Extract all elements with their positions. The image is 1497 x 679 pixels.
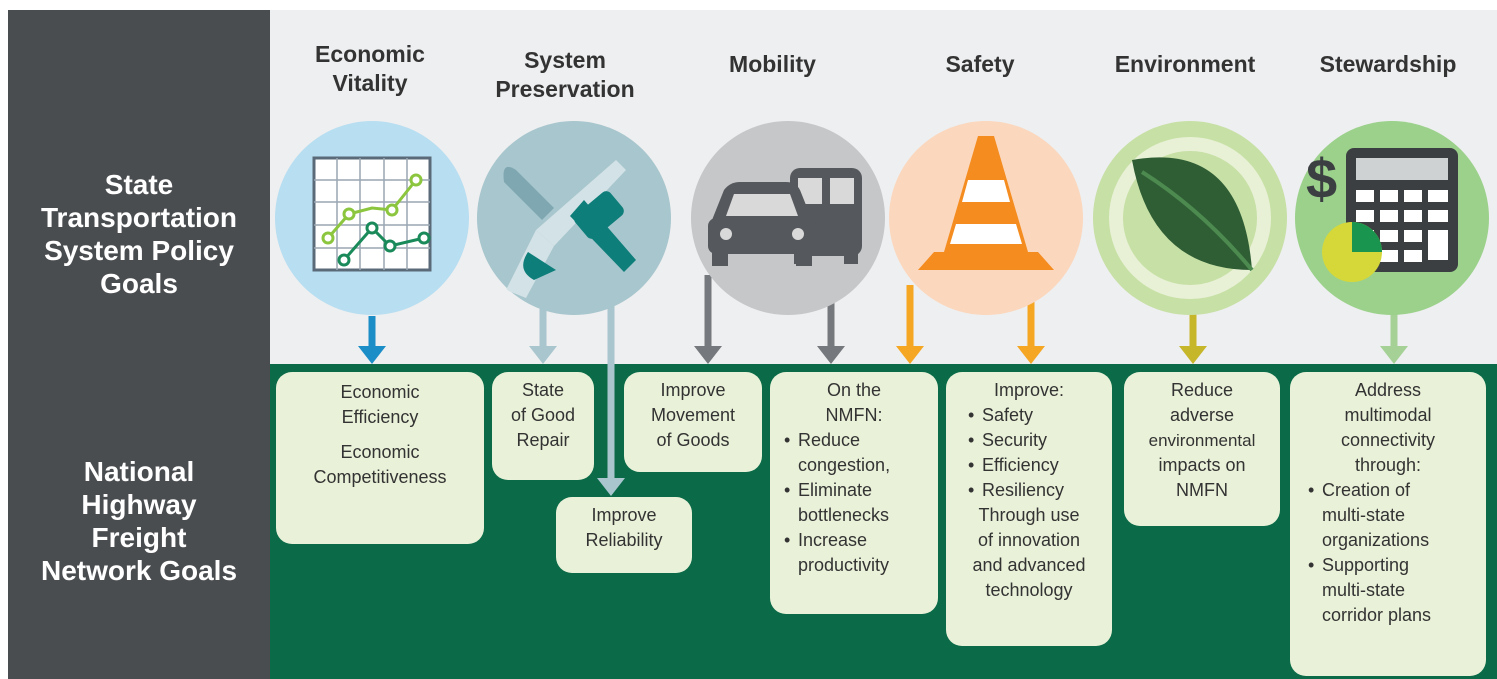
bullet-text: organizations bbox=[1322, 530, 1430, 550]
box-stewardship-intro-1: Address bbox=[1354, 380, 1422, 400]
leaf-icon bbox=[1093, 121, 1287, 315]
box-safety: Improve: Safety Security Efficiency Resi… bbox=[946, 372, 1112, 646]
bullet-text: productivity bbox=[798, 555, 890, 575]
bullet-text: Supporting bbox=[1322, 555, 1410, 575]
box-safety-outro-2: of innovation bbox=[977, 530, 1081, 550]
safety-bullet-safety: Safety bbox=[966, 403, 1108, 428]
box-stewardship: Address multimodal connectivity through:… bbox=[1290, 372, 1486, 676]
box-economic: Economic Efficiency Economic Competitive… bbox=[276, 372, 484, 544]
box-stewardship-intro-4: through: bbox=[1354, 455, 1422, 475]
bullet-text: Reduce bbox=[798, 430, 861, 450]
box-safety-outro-4: technology bbox=[985, 580, 1073, 600]
goal-title-mobility: Mobility bbox=[729, 51, 816, 77]
goal-title-stewardship: Stewardship bbox=[1319, 51, 1457, 77]
box-reliability: Improve Reliability bbox=[556, 497, 692, 573]
bullet-text: congestion, bbox=[798, 455, 891, 475]
box-environment-line-4: impacts on bbox=[1158, 455, 1246, 475]
safety-bullet-list: Safety Security Efficiency Resiliency bbox=[950, 403, 1108, 503]
box-safety-outro-3: and advanced bbox=[972, 555, 1086, 575]
traffic-cone-icon bbox=[889, 121, 1083, 315]
box-reliability-line-2: Reliability bbox=[585, 530, 663, 550]
safety-bullet-security: Security bbox=[966, 428, 1108, 453]
box-good-repair-line-3: Repair bbox=[516, 430, 570, 450]
box-safety-outro-1: Through use bbox=[978, 505, 1080, 525]
goal-title-safety: Safety bbox=[945, 51, 1015, 77]
calculator-icon: $ bbox=[1295, 121, 1489, 315]
wrench-icon bbox=[477, 121, 671, 315]
safety-bullet-resiliency: Resiliency bbox=[966, 478, 1108, 503]
nmfn-bullet-congestion: Reduce congestion, bbox=[782, 428, 934, 478]
stewardship-bullet-organizations: Creation of multi-state organizations bbox=[1306, 478, 1482, 553]
box-environment-line-2: adverse bbox=[1169, 405, 1235, 425]
stewardship-bullet-corridor-plans: Supporting multi-state corridor plans bbox=[1306, 553, 1482, 628]
bullet-text: corridor plans bbox=[1322, 605, 1432, 625]
box-environment: Reduce adverse environmental impacts on … bbox=[1124, 372, 1280, 526]
row-header-panel bbox=[8, 10, 270, 679]
line-chart-icon bbox=[275, 121, 469, 315]
safety-bullet-efficiency: Efficiency bbox=[966, 453, 1108, 478]
box-good-repair-line-1: State bbox=[521, 380, 565, 400]
box-economic-line-4: Competitiveness bbox=[313, 467, 447, 487]
box-movement-line-3: of Goods bbox=[656, 430, 730, 450]
policy-goals-band bbox=[270, 10, 1497, 364]
nmfn-bullet-productivity: Increase productivity bbox=[782, 528, 934, 578]
nmfn-bullet-list: Reduce congestion, Eliminate bottlenecks… bbox=[774, 428, 934, 578]
stewardship-bullet-list: Creation of multi-state organizations Su… bbox=[1294, 478, 1482, 628]
box-nmfn-intro-1: On the bbox=[826, 380, 882, 400]
box-movement-line-1: Improve bbox=[660, 380, 726, 400]
state-policy-goals-label: State Transportation System Policy Goals bbox=[40, 169, 237, 299]
national-freight-goals-label: National Highway Freight Network Goals bbox=[40, 456, 238, 586]
box-economic-line-2: Efficiency bbox=[341, 407, 419, 427]
box-safety-intro: Improve: bbox=[993, 380, 1065, 400]
box-environment-line-5: NMFN bbox=[1176, 480, 1228, 500]
bullet-text: Increase bbox=[798, 530, 868, 550]
box-environment-line-1: Reduce bbox=[1170, 380, 1234, 400]
bullet-text: multi-state bbox=[1322, 505, 1406, 525]
bullet-text: multi-state bbox=[1322, 580, 1406, 600]
box-environment-line-3: environmental bbox=[1148, 431, 1256, 450]
goal-title-environment: Environment bbox=[1114, 51, 1256, 77]
box-nmfn: On the NMFN: Reduce congestion, Eliminat… bbox=[770, 372, 938, 614]
box-stewardship-intro-3: connectivity bbox=[1340, 430, 1436, 450]
bullet-text: Creation of bbox=[1322, 480, 1411, 500]
box-economic-line-3: Economic bbox=[340, 442, 420, 462]
box-movement: Improve Movement of Goods bbox=[624, 372, 762, 472]
car-bus-icon bbox=[691, 121, 885, 315]
nmfn-bullet-bottlenecks: Eliminate bottlenecks bbox=[782, 478, 934, 528]
box-good-repair: State of Good Repair bbox=[492, 372, 594, 480]
box-stewardship-intro-2: multimodal bbox=[1344, 405, 1432, 425]
box-reliability-line-1: Improve bbox=[591, 505, 657, 525]
goal-title-economic-vitality: Economic Vitality bbox=[315, 41, 425, 96]
bullet-text: Eliminate bbox=[798, 480, 873, 500]
box-good-repair-line-2: of Good bbox=[510, 405, 576, 425]
bullet-text: bottlenecks bbox=[798, 505, 890, 525]
box-economic-line-1: Economic bbox=[340, 382, 420, 402]
box-nmfn-intro-2: NMFN: bbox=[825, 405, 883, 425]
goal-title-system-preservation: System Preservation bbox=[495, 47, 635, 102]
box-movement-line-2: Movement bbox=[650, 405, 736, 425]
